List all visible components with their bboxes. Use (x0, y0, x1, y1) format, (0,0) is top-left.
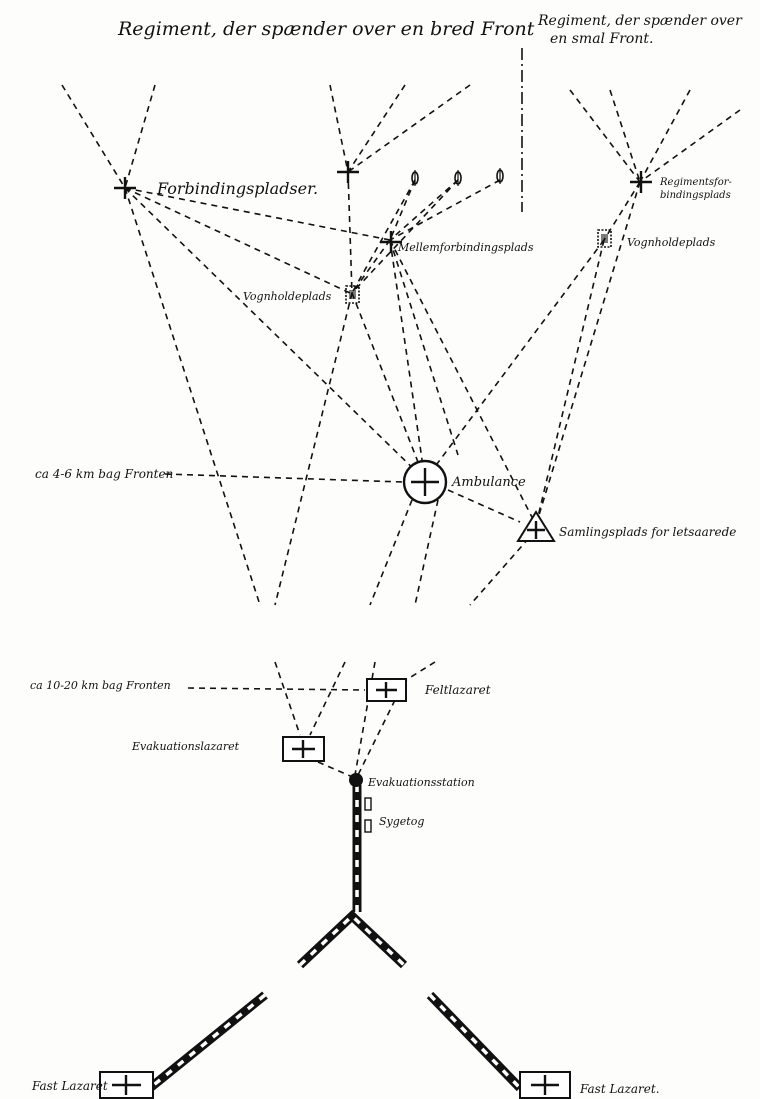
forbindingspladser-label: Forbindingspladser. (156, 179, 318, 198)
triangle-cross-icon (516, 510, 556, 542)
evakuationsstation-label: Evakuationsstation (367, 776, 475, 789)
ambulance-label: Ambulance (451, 475, 526, 490)
wagon-icon (597, 229, 612, 248)
red-cross-icon (282, 736, 325, 762)
wagon-icon (345, 285, 360, 304)
feltlazaret-label: Feltlazaret (424, 683, 491, 697)
red-cross-icon (380, 231, 402, 253)
fast-lazaret-right-label: Fast Lazaret. (579, 1082, 660, 1096)
regiment-broad-label: Regiment, der spænder over en bred Front (117, 18, 535, 40)
fast-lazaret-left-label: Fast Lazaret (31, 1079, 108, 1093)
red-cross-icon (114, 177, 136, 199)
red-cross-icon (519, 1071, 571, 1099)
evakuationslazaret-label: Evakuationslazaret (131, 740, 240, 753)
regimentsforbindingsplads-label-line2: bindingsplads (660, 190, 731, 201)
regiment-narrow-label-line2: en smal Front. (550, 31, 653, 47)
station-dot-icon (349, 773, 363, 787)
red-cross-icon (630, 171, 652, 193)
mellemforbindingsplads-label: Mellemforbindingsplads (397, 241, 534, 254)
samlingsplads-label: Samlingsplads for letsaarede (559, 525, 736, 539)
connection-lines (124, 171, 641, 779)
vognholdeplads-left-label: Vognholdeplads (243, 290, 332, 303)
railway-icon (364, 797, 372, 833)
red-cross-icon (366, 678, 407, 702)
stretcher-bearer-icon (454, 170, 462, 186)
railway-icon (147, 785, 524, 1092)
front-lines (61, 48, 741, 212)
regimentsforbindingsplads-label-line1: Regimentsfor- (659, 177, 733, 188)
stretcher-bearer-icon (411, 170, 419, 186)
red-cross-icon (337, 161, 359, 183)
stretcher-bearer-icon (496, 168, 504, 184)
regiment-narrow-label-line1: Regiment, der spænder over (537, 13, 743, 29)
ambulance-circle-icon (402, 459, 448, 505)
distance-4-6-km-label: ca 4-6 km bag Fronten (35, 467, 173, 481)
red-cross-icon (99, 1071, 154, 1099)
distance-10-20-km-label: ca 10-20 km bag Fronten (30, 679, 171, 692)
vognholdeplads-right-label: Vognholdeplads (627, 236, 716, 249)
sygetog-label: Sygetog (379, 815, 424, 828)
